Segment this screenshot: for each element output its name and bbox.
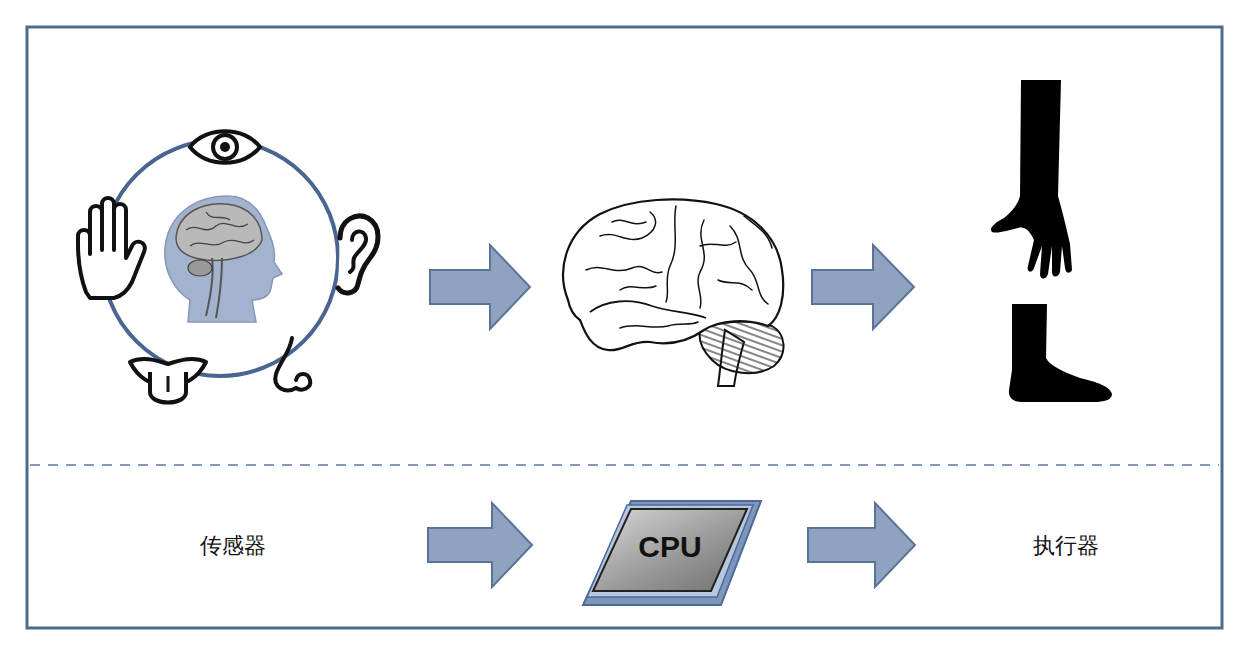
block-arrow xyxy=(812,245,914,329)
eye-outline xyxy=(190,131,260,163)
foot-silhouette xyxy=(1009,304,1112,402)
tongue xyxy=(150,372,186,403)
mouth-icon xyxy=(130,359,206,403)
hand-outline xyxy=(78,198,145,298)
chip-base-plate xyxy=(583,501,761,605)
ear-icon xyxy=(338,216,378,293)
eye-icon xyxy=(190,131,260,163)
eye-pupil xyxy=(220,142,230,152)
outer-frame xyxy=(27,27,1222,628)
block-arrow xyxy=(430,245,530,329)
cerebellum xyxy=(700,322,784,373)
chip-label: CPU xyxy=(638,530,701,564)
head-silhouette xyxy=(165,196,282,322)
cpu-chip: CPU xyxy=(535,495,805,610)
block-label: 执行器 xyxy=(1033,531,1099,561)
chip-body xyxy=(593,509,747,591)
head-brain-folds xyxy=(186,212,254,246)
head-brain xyxy=(176,204,262,261)
divider-line xyxy=(30,464,1219,466)
hand-silhouette xyxy=(991,80,1072,279)
brain-folds xyxy=(586,206,772,328)
tongue-line xyxy=(167,376,170,392)
ear-inner xyxy=(350,231,366,272)
brain-figure xyxy=(563,199,783,386)
ear-outline xyxy=(338,216,378,293)
block-arrow xyxy=(808,503,915,587)
sensor-label-box: 传感器 xyxy=(40,515,425,577)
head-figure xyxy=(165,196,282,322)
lateral-fissure xyxy=(590,301,706,318)
nose-icon xyxy=(275,338,310,390)
cerebrum-outline xyxy=(563,199,783,350)
block-arrow xyxy=(428,503,532,587)
actuator-label-box: 执行器 xyxy=(918,515,1213,577)
eye-iris xyxy=(213,135,237,159)
block-label: 传感器 xyxy=(200,531,266,561)
chip-pad xyxy=(587,505,753,597)
hand-icon xyxy=(78,198,145,298)
head-cerebellum xyxy=(188,260,212,276)
